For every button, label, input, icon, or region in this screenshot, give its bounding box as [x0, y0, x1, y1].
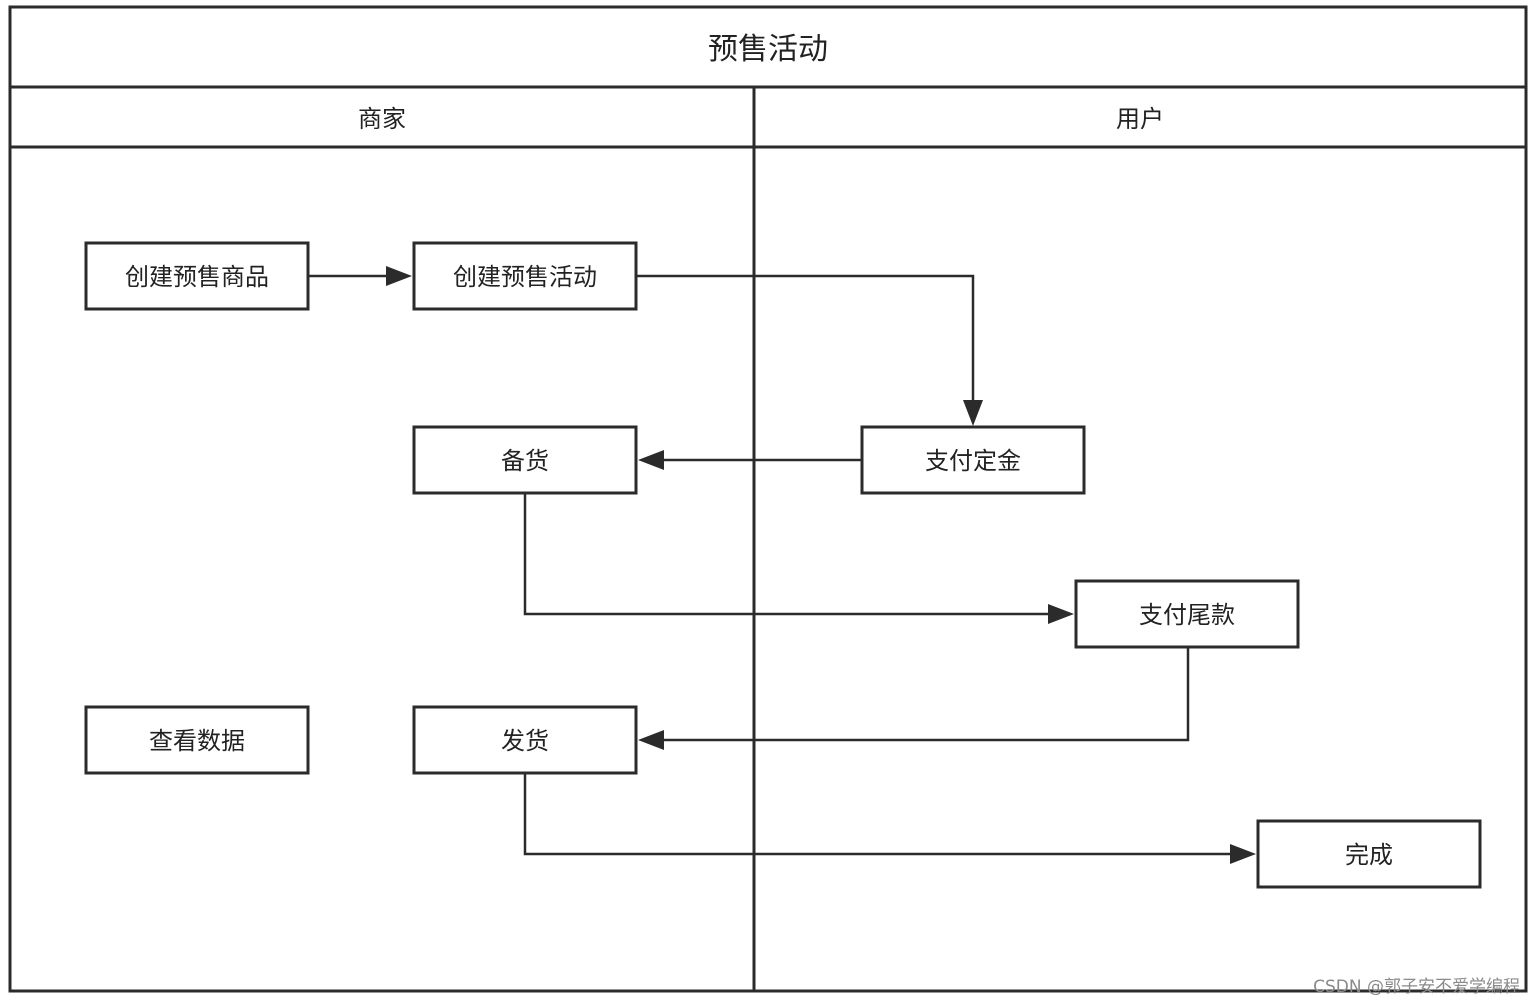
lane-label-merchant: 商家 [358, 105, 406, 133]
arrowhead [638, 730, 664, 750]
watermark: CSDN @郭子安不爱学编程 [1313, 977, 1520, 997]
edge-ship-to-complete [523, 774, 1232, 856]
arrowhead [963, 400, 983, 426]
pool-border [8, 5, 1528, 993]
node-label: 查看数据 [149, 727, 245, 755]
node-ship: 发货 [412, 705, 638, 775]
edge-activity-to-deposit [637, 274, 975, 402]
node-label: 创建预售商品 [125, 263, 269, 291]
edge-stock-to-balance [523, 494, 1050, 616]
node-label: 发货 [501, 727, 549, 755]
node-pay-deposit: 支付定金 [860, 425, 1086, 495]
arrowhead [638, 450, 664, 470]
edge-balance-to-ship [662, 648, 1190, 742]
node-label: 支付定金 [925, 447, 1021, 475]
node-pay-balance: 支付尾款 [1074, 579, 1300, 649]
arrowhead [1048, 604, 1074, 624]
node-view-data: 查看数据 [84, 705, 310, 775]
node-create-activity: 创建预售活动 [412, 241, 638, 311]
node-label: 完成 [1345, 841, 1393, 869]
arrowhead [386, 266, 412, 286]
arrowhead [1230, 844, 1256, 864]
node-label: 创建预售活动 [453, 263, 597, 291]
lane-label-user: 用户 [1116, 105, 1164, 133]
diagram-title: 预售活动 [708, 32, 828, 67]
node-stock-up: 备货 [412, 425, 638, 495]
node-label: 备货 [501, 447, 549, 475]
node-label: 支付尾款 [1139, 601, 1235, 629]
node-create-product: 创建预售商品 [84, 241, 310, 311]
node-complete: 完成 [1256, 819, 1482, 889]
edges [309, 266, 1256, 864]
pool-frame [8, 5, 1528, 993]
